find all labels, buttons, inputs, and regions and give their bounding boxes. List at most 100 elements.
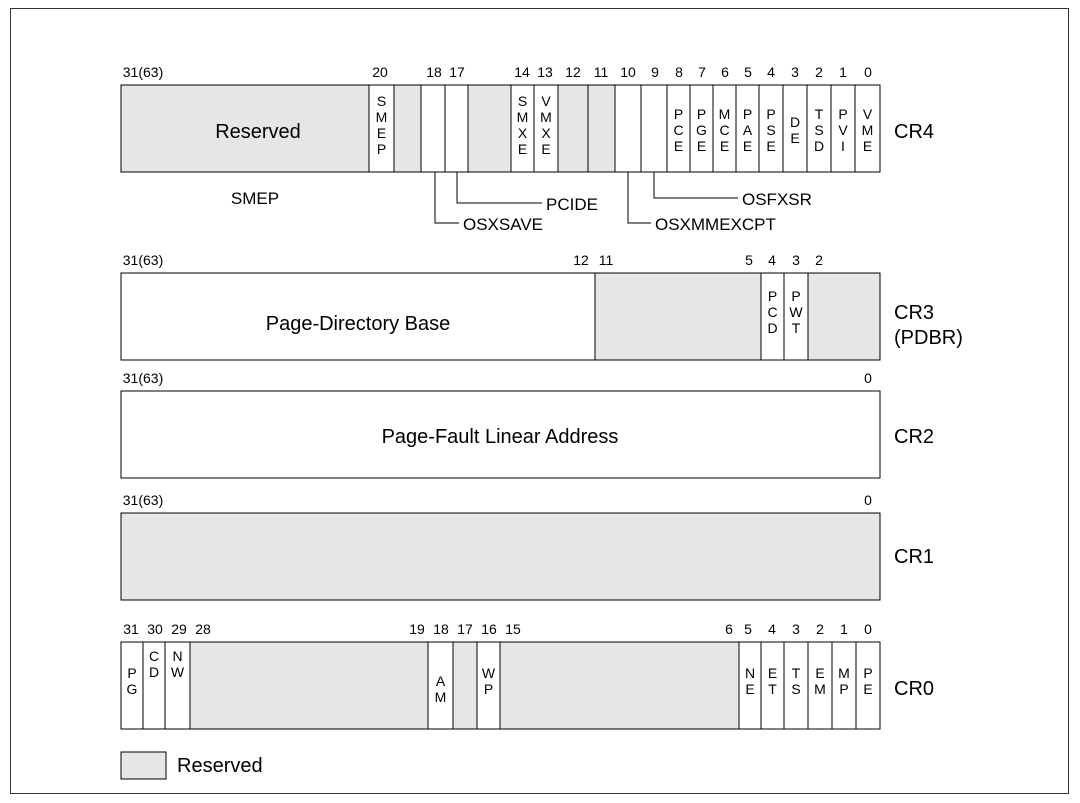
cr0-bit-label: 3 bbox=[792, 621, 800, 637]
pcide-callout-label: PCIDE bbox=[546, 195, 598, 214]
cr3-page-directory-base-field bbox=[120, 272, 596, 361]
cr0-mp-cell bbox=[831, 641, 857, 730]
cr0-bit-label: 5 bbox=[744, 621, 752, 637]
cr4-bit-label: 11 bbox=[594, 64, 609, 80]
osxsave-callout-label: OSXSAVE bbox=[463, 215, 543, 234]
cr3-register: 31(63) 12 11 5 4 3 2 Page-Directory Base… bbox=[120, 252, 963, 361]
cr0-bit-label: 19 bbox=[409, 621, 425, 637]
cr0-bit-label: 1 bbox=[840, 621, 848, 637]
legend-swatch-reserved bbox=[120, 751, 167, 780]
cr2-register: 31(63) 0 Page-Fault Linear Address CR2 bbox=[120, 370, 934, 479]
cr0-reserved-bit bbox=[452, 641, 478, 730]
cr4-bit-label: 20 bbox=[372, 64, 388, 80]
cr4-de-cell bbox=[782, 84, 808, 173]
cr0-bit-label: 29 bbox=[171, 621, 187, 637]
cr2-address-label: Page-Fault Linear Address bbox=[382, 426, 619, 448]
cr3-reserved-low-field bbox=[807, 272, 881, 361]
cr0-bit-label: 31 bbox=[123, 621, 139, 637]
cr4-pse-cell bbox=[758, 84, 784, 173]
legend: Reserved bbox=[120, 751, 263, 780]
cr3-pwt-cell bbox=[783, 272, 809, 361]
cr4-bit-label: 3 bbox=[791, 64, 799, 80]
cr3-bit-label: 11 bbox=[599, 252, 614, 268]
cr3-bit-label: 5 bbox=[745, 252, 753, 268]
cr2-field bbox=[120, 390, 881, 479]
cr4-osfxsr-cell bbox=[640, 84, 668, 173]
cr4-smep-cell bbox=[368, 84, 395, 173]
cr4-bit-label: 14 bbox=[514, 64, 530, 80]
cr4-vmxe-cell bbox=[533, 84, 559, 173]
cr0-bit-label: 16 bbox=[481, 621, 497, 637]
osxsave-callout-line bbox=[434, 172, 459, 224]
cr4-reserved-bit bbox=[393, 84, 422, 173]
cr3-bit-label: 4 bbox=[768, 252, 776, 268]
cr4-bit-label: 2 bbox=[815, 64, 823, 80]
control-registers-diagram: 31(63) 20 18 17 14 13 12 11 10 9 8 7 6 5… bbox=[120, 64, 963, 780]
cr4-bit-label: 9 bbox=[651, 64, 659, 80]
cr0-nw-cell bbox=[164, 641, 191, 730]
cr0-bit-label: 6 bbox=[725, 621, 733, 637]
cr1-register-name: CR1 bbox=[894, 546, 934, 568]
cr4-reserved-bit bbox=[467, 84, 512, 173]
cr3-bit-label: 2 bbox=[815, 252, 823, 268]
cr4-register: 31(63) 20 18 17 14 13 12 11 10 9 8 7 6 5… bbox=[120, 64, 934, 234]
cr0-reserved-field bbox=[189, 641, 429, 730]
cr1-bit-label: 31(63) bbox=[123, 492, 163, 508]
cr3-register-name: CR3 bbox=[894, 302, 934, 324]
osxmmexcpt-callout-label: OSXMMEXCPT bbox=[655, 215, 776, 234]
cr0-register: 31 30 29 28 19 18 17 16 15 6 5 4 3 2 1 0 bbox=[120, 621, 934, 730]
cr4-bit-label: 13 bbox=[537, 64, 553, 80]
cr4-vme-cell bbox=[854, 84, 881, 173]
cr0-pe-cell bbox=[855, 641, 881, 730]
cr4-osxsave-cell bbox=[420, 84, 446, 173]
cr3-bit-label: 31(63) bbox=[123, 252, 163, 268]
cr3-bit-label: 3 bbox=[792, 252, 800, 268]
cr4-reserved-label: Reserved bbox=[215, 121, 301, 143]
cr0-bit-label: 28 bbox=[195, 621, 211, 637]
cr3-reserved-field bbox=[594, 272, 762, 361]
cr0-reserved-field bbox=[499, 641, 740, 730]
cr1-register: 31(63) 0 CR1 bbox=[120, 492, 934, 601]
cr4-osxmmexcpt-cell bbox=[614, 84, 642, 173]
cr0-bit-label: 30 bbox=[147, 621, 163, 637]
cr0-bit-label: 4 bbox=[768, 621, 776, 637]
cr1-bit-label: 0 bbox=[864, 492, 872, 508]
cr4-bit-label: 1 bbox=[839, 64, 847, 80]
cr2-register-name: CR2 bbox=[894, 426, 934, 448]
cr4-reserved-field bbox=[120, 84, 370, 173]
cr2-bit-label: 0 bbox=[864, 370, 872, 386]
cr0-bit-label: 0 bbox=[864, 621, 872, 637]
cr4-bit-label: 6 bbox=[721, 64, 729, 80]
cr0-bit-label: 15 bbox=[505, 621, 521, 637]
cr4-reserved-bit bbox=[557, 84, 589, 173]
cr3-register-subname: (PDBR) bbox=[894, 327, 963, 349]
cr0-bit-label: 17 bbox=[457, 621, 473, 637]
cr4-bit-label: 0 bbox=[864, 64, 872, 80]
cr3-bit-label: 12 bbox=[573, 252, 589, 268]
cr4-reserved-bit bbox=[587, 84, 616, 173]
cr1-reserved-field bbox=[120, 512, 881, 601]
cr4-register-name: CR4 bbox=[894, 121, 934, 143]
cr4-bit-label: 5 bbox=[744, 64, 752, 80]
cr4-bit-label: 18 bbox=[426, 64, 442, 80]
legend-label: Reserved bbox=[177, 755, 263, 777]
